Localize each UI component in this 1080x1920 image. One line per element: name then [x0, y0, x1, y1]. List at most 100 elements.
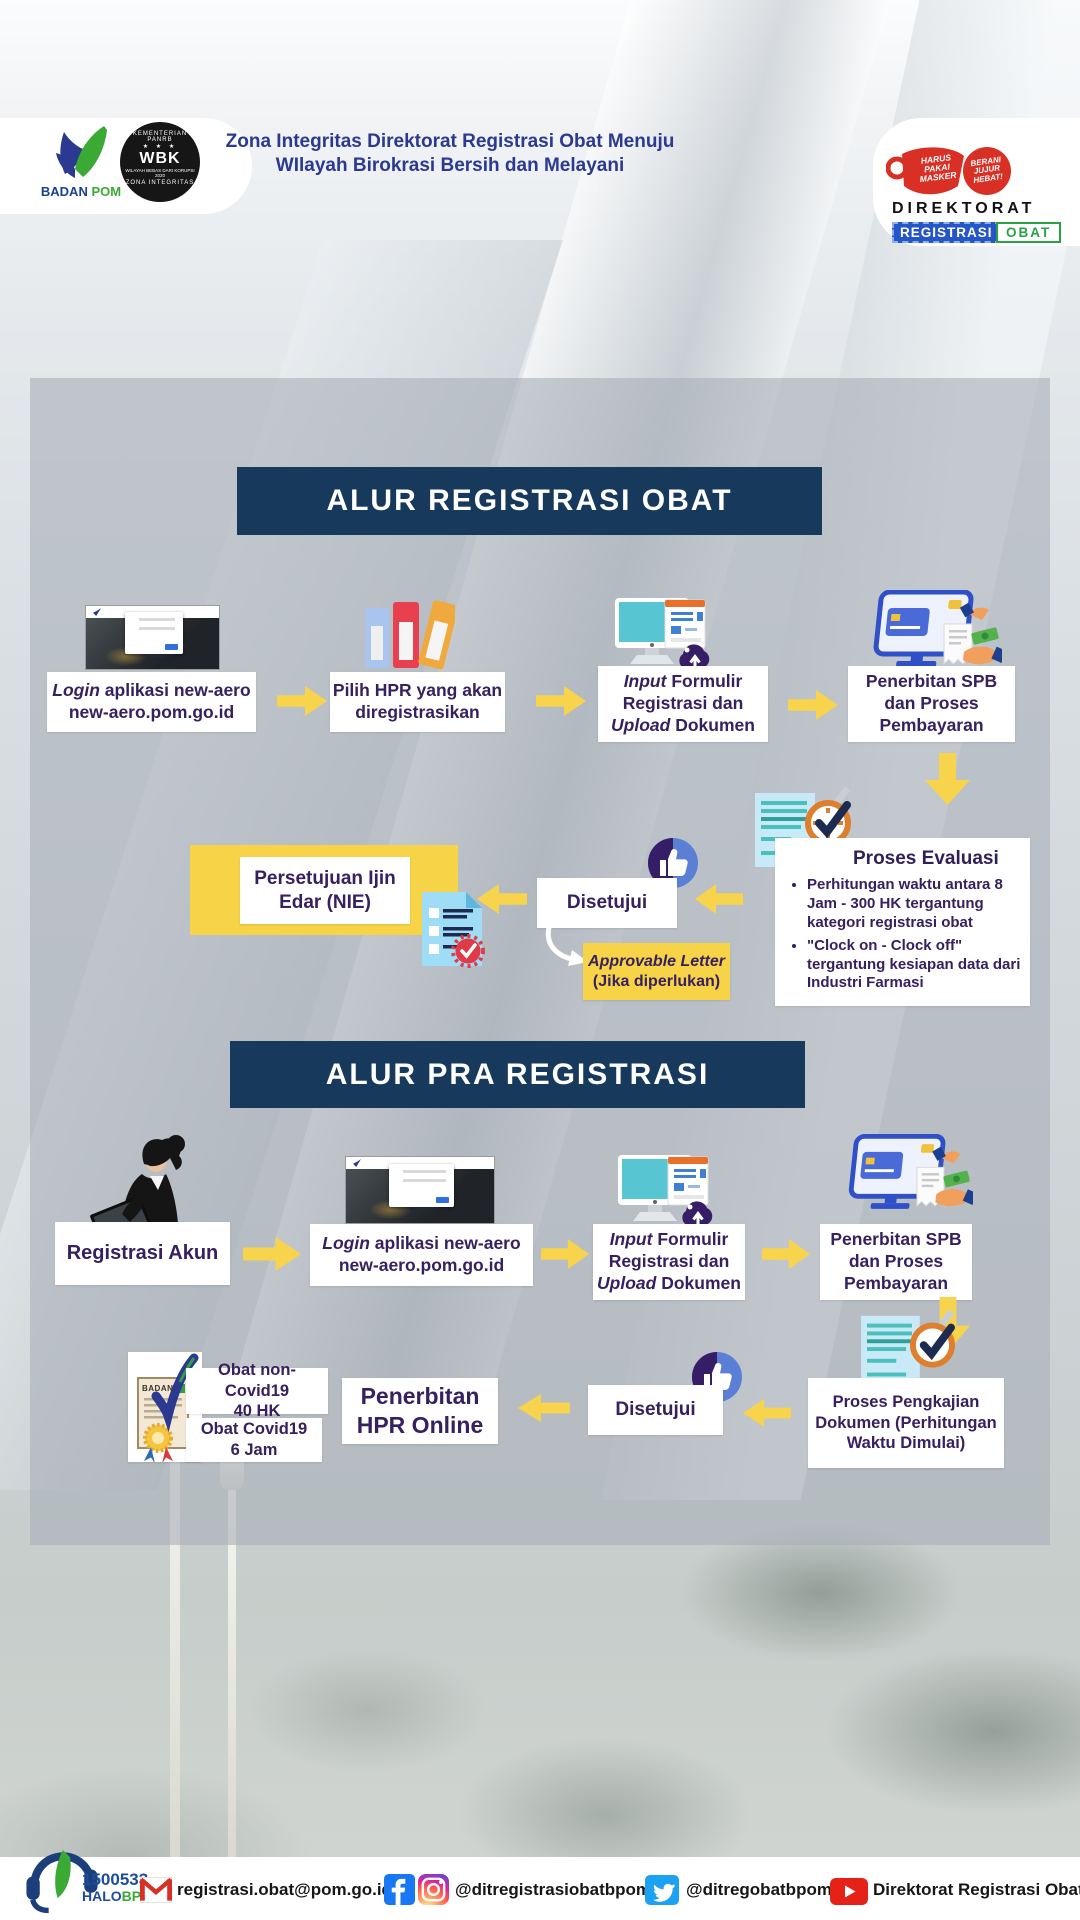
spb-line1: Penerbitan SPB: [865, 671, 998, 692]
wbk-year-text: 2020: [154, 173, 165, 178]
step-login-flow1: Login aplikasi new-aero new-aero.pom.go.…: [47, 672, 256, 732]
obat-chip: OBAT: [996, 222, 1062, 243]
input-italic: Input: [609, 1229, 653, 1250]
step-obat-covid: Obat Covid19 6 Jam: [186, 1418, 322, 1462]
monitor-upload-icon: [615, 598, 710, 668]
noncovid-line2: 40 HK: [233, 1402, 281, 1421]
instagram-icon: [418, 1874, 449, 1905]
mask-icon: [886, 147, 964, 195]
login-rest: aplikasi new-aero: [369, 1233, 521, 1254]
monitor-upload-icon: [618, 1155, 713, 1225]
input-rest: Formulir: [666, 671, 743, 692]
step-penerbitan-spb-flow1: Penerbitan SPB dan Proses Pembayaran: [848, 666, 1015, 742]
covid-line1: Obat Covid19: [200, 1420, 308, 1439]
website-login-button: [165, 643, 179, 650]
twitter-icon: [645, 1875, 679, 1905]
page-title: Zona Integritas Direktorat Registrasi Ob…: [190, 130, 710, 178]
step-penerbitan-spb-flow2: Penerbitan SPB dan Proses Pembayaran: [820, 1224, 972, 1300]
spb-line1: Penerbitan SPB: [830, 1229, 962, 1250]
input-line2: Registrasi dan: [608, 1251, 730, 1272]
step-input-formulir-flow2: Input Formulir Registrasi dan Upload Dok…: [593, 1224, 745, 1300]
certificate-icon: [137, 1353, 199, 1462]
website-browser-bar: [86, 606, 219, 618]
website-logo-icon: [353, 1159, 361, 1167]
section2-title-text: ALUR PRA REGISTRASI: [325, 1057, 710, 1091]
footer-twitter-handle: @ditregobatbpom: [686, 1880, 832, 1899]
wbk-bottom-text: ZONA INTEGRITAS: [125, 180, 195, 186]
pilih-line2: diregistrasikan: [355, 702, 480, 722]
pom-text: POM: [91, 184, 122, 199]
login-url: new-aero.pom.go.id: [68, 702, 235, 722]
covid-line2: 6 Jam: [230, 1441, 278, 1459]
pengkajian-line3: Waktu Dimulai): [846, 1434, 966, 1453]
certificate-label: BADAN: [142, 1384, 174, 1393]
binders-icon: [365, 600, 455, 670]
berani-badge-icon: [963, 147, 1011, 195]
badan-pom-wordmark: BADAN POM: [34, 184, 128, 199]
approvable-line2: (Jika diperlukan): [592, 972, 721, 990]
pengkajian-line2: Dokumen (Perhitungan: [815, 1413, 997, 1432]
proses-evaluasi-panel: Proses Evaluasi Perhitungan waktu antara…: [775, 838, 1030, 1006]
section-title-alur-registrasi-obat: ALUR REGISTRASI OBAT: [237, 467, 822, 535]
page-title-line2: WIlayah Birokrasi Bersih dan Melayani: [275, 155, 625, 176]
wbk-center-text: WBK: [139, 150, 181, 167]
footer-bar: [0, 1857, 1080, 1920]
step-registrasi-akun: Registrasi Akun: [55, 1222, 230, 1285]
website-screenshot-icon: [345, 1156, 495, 1224]
thumbs-up-icon: [648, 838, 698, 888]
upload-italic: Upload: [611, 714, 671, 735]
disetujui-text: Disetujui: [615, 1399, 696, 1421]
evaluasi-bullet-1: Perhitungan waktu antara 8 Jam - 300 HK …: [807, 876, 1022, 933]
noncovid-line1: Obat non-Covid19: [218, 1361, 296, 1400]
halobpom-headset-icon: [26, 1850, 98, 1914]
spb-line3: Pembayaran: [879, 714, 984, 735]
halo-text: HALO: [82, 1887, 122, 1904]
login-rest: aplikasi new-aero: [99, 680, 251, 701]
wbk-line-text: WILAYAH BEBAS DARI KORUPSI: [125, 168, 195, 173]
upload-italic: Upload: [597, 1272, 657, 1293]
registrasi-chip: REGISTRASI: [892, 222, 1001, 243]
payment-icon: [848, 1133, 973, 1209]
hpr-line2: HPR Online: [356, 1412, 484, 1438]
step-input-formulir-flow1: Input Formulir Registrasi dan Upload Dok…: [598, 666, 768, 742]
page-title-line1: Zona Integritas Direktorat Registrasi Ob…: [225, 131, 675, 152]
payment-icon: [873, 590, 1002, 667]
youtube-icon: [830, 1878, 868, 1905]
proses-evaluasi-title: Proses Evaluasi: [853, 848, 999, 869]
website-browser-bar: [346, 1157, 494, 1169]
website-screenshot-icon: [85, 605, 220, 670]
upload-rest: Dokumen: [656, 1272, 741, 1293]
step-obat-noncovid: Obat non-Covid19 40 HK: [186, 1361, 328, 1420]
nie-line1: Persetujuan Ijin: [254, 867, 396, 889]
wbk-badge-icon: KEMENTERIAN PANRB ★ ★ ★ WBK WILAYAH BEBA…: [120, 122, 200, 202]
footer-email: registrasi.obat@pom.go.id: [177, 1880, 392, 1899]
spb-line2: dan Proses: [848, 1251, 944, 1272]
footer-instagram-handle: @ditregistrasiobatbpom: [455, 1880, 652, 1899]
step-proses-pengkajian: Proses Pengkajian Dokumen (Perhitungan W…: [808, 1378, 1004, 1468]
evaluasi-bullet-2: "Clock on - Clock off" tergantung kesiap…: [807, 937, 1022, 994]
pilih-line1: Pilih HPR yang akan: [332, 680, 503, 701]
login-italic: Login: [52, 680, 100, 701]
disetujui-text: Disetujui: [566, 892, 648, 914]
mask-badge-text: HARUS PAKAI MASKER: [919, 152, 957, 184]
website-login-modal: [388, 1163, 455, 1208]
nie-line2: Edar (NIE): [279, 891, 371, 913]
hpr-line1: Penerbitan: [360, 1383, 480, 1410]
step-disetujui-flow2: Disetujui: [588, 1385, 723, 1435]
document-clock-icon: [861, 1309, 955, 1389]
direktorat-text: DIREKTORAT: [892, 200, 1036, 217]
login-italic: Login: [322, 1233, 370, 1254]
website-login-button: [436, 1197, 450, 1204]
section-title-alur-pra-registrasi: ALUR PRA REGISTRASI: [230, 1041, 805, 1108]
pengkajian-line1: Proses Pengkajian: [832, 1393, 980, 1412]
spb-line3: Pembayaran: [843, 1272, 949, 1293]
section1-title-text: ALUR REGISTRASI OBAT: [326, 484, 733, 517]
facebook-icon: [384, 1874, 415, 1905]
login-url: new-aero.pom.go.id: [338, 1255, 505, 1275]
badan-pom-logo-icon: [56, 126, 107, 178]
halobpom-phone: 1500533: [82, 1870, 149, 1889]
input-italic: Input: [623, 671, 667, 692]
step-disetujui-flow1: Disetujui: [537, 878, 677, 928]
website-logo-icon: [93, 608, 101, 616]
approvable-italic: Approvable Letter: [588, 952, 725, 970]
